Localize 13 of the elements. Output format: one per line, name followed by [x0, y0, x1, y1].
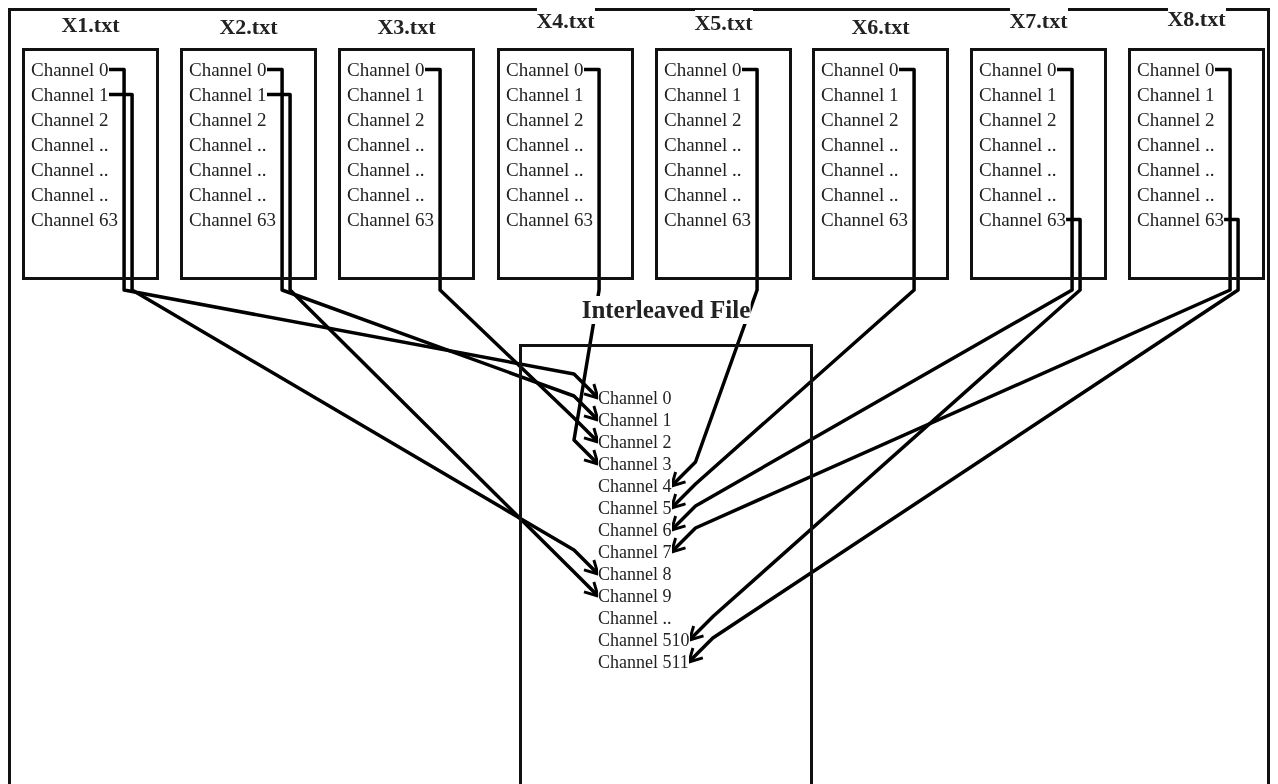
arrow	[687, 217, 1240, 664]
arrow	[670, 67, 759, 488]
arrow	[266, 92, 600, 598]
file-title: Interleaved File	[581, 296, 751, 324]
arrow	[266, 67, 600, 422]
arrow	[572, 67, 601, 466]
arrow	[688, 217, 1082, 642]
arrow	[424, 67, 600, 444]
arrow	[670, 67, 916, 510]
arrow	[108, 67, 600, 400]
arrow	[108, 92, 600, 576]
arrow	[670, 67, 1074, 532]
arrow	[670, 67, 1232, 554]
